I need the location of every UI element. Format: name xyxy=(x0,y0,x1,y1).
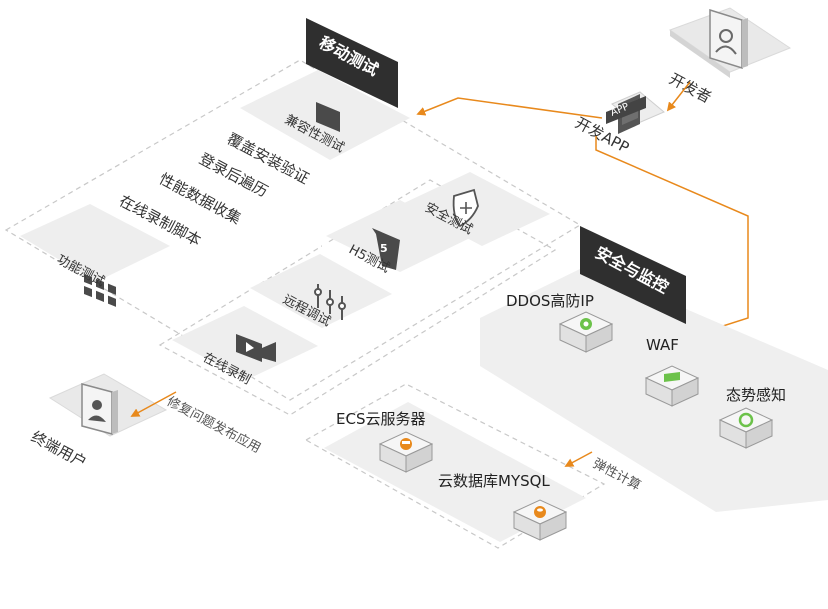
mobile-testing-zone xyxy=(4,59,582,401)
fix-publish-label: 修复问题发布应用 xyxy=(164,393,263,456)
function-card xyxy=(20,204,170,282)
html5-icon: 5 xyxy=(372,228,400,270)
firewall-icon xyxy=(664,372,680,382)
database-icon xyxy=(534,506,546,518)
server-icon xyxy=(400,438,412,450)
h5-card xyxy=(326,200,470,272)
mobile-testing-banner xyxy=(306,18,398,108)
compat-icon xyxy=(316,102,340,253)
ecs-label: ECS云服务器 xyxy=(336,410,425,428)
elastic-arrow xyxy=(564,451,593,467)
app-phone-icon xyxy=(606,91,665,134)
fix-publish-arrow xyxy=(130,391,177,417)
db-label: 云数据库MYSQL xyxy=(438,472,550,490)
svg-text:5: 5 xyxy=(380,242,388,255)
developer-to-app-arrow xyxy=(666,81,691,112)
app-to-security-arrow xyxy=(595,136,749,337)
shield-icon xyxy=(452,188,479,228)
compute-platform xyxy=(324,402,586,542)
grid-icon xyxy=(84,273,116,307)
waf-label: WAF xyxy=(646,336,679,354)
awareness-icon xyxy=(738,412,754,428)
sliders-icon xyxy=(314,284,346,320)
end-user-label: 终端用户 xyxy=(28,428,89,472)
compute-zone xyxy=(304,383,606,549)
situation-block xyxy=(718,407,774,449)
end-user-icon xyxy=(81,383,118,435)
video-camera-icon xyxy=(236,334,276,362)
security-banner xyxy=(580,226,686,324)
app-to-testing-arrow xyxy=(416,97,603,119)
gear-icon xyxy=(580,318,592,330)
ddos-label: DDOS高防IP xyxy=(506,292,594,310)
developer-user-icon xyxy=(709,8,748,70)
situation-label: 态势感知 xyxy=(726,386,786,404)
developer-label: 开发者 xyxy=(666,70,714,107)
